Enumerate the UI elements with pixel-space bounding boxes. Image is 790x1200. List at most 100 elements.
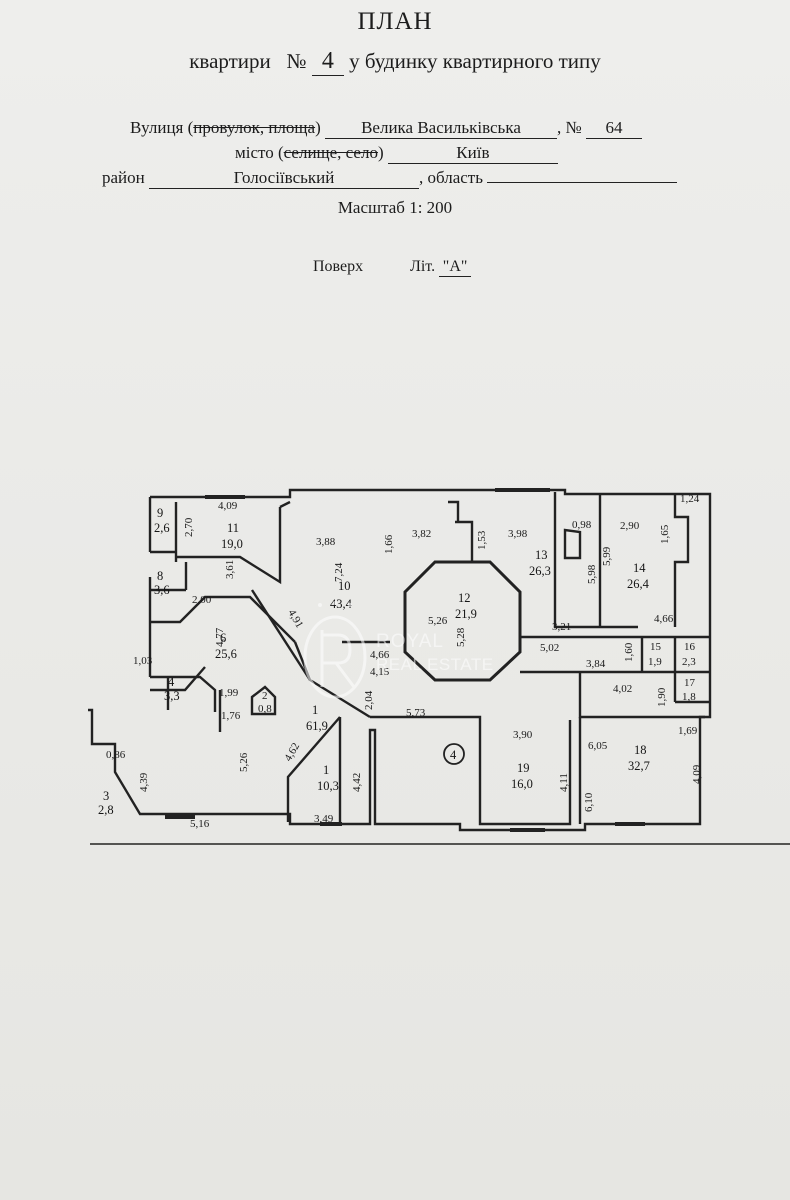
number-sign: № <box>286 49 307 73</box>
street-alt-close: ) <box>315 118 321 137</box>
stair-marker-circle <box>443 743 465 765</box>
dim: 1,03 <box>133 655 153 667</box>
dim: 0,98 <box>572 519 592 531</box>
dim: 2,90 <box>620 520 640 532</box>
dim: 1,65 <box>659 524 671 544</box>
dim: 0,86 <box>106 749 126 761</box>
house-number-value: 64 <box>585 118 642 139</box>
room-17-number: 17 <box>684 677 696 689</box>
dim: 4,62 <box>282 741 302 764</box>
room-1-area: 61,9 <box>306 719 328 733</box>
room-2-area: 0,8 <box>258 703 272 715</box>
room-15-area: 1,9 <box>648 656 662 668</box>
room-8-area: 3,6 <box>154 583 170 597</box>
room-12-area: 21,9 <box>455 607 477 621</box>
room-18-number: 18 <box>634 743 647 757</box>
dim: 4,11 <box>558 773 570 792</box>
room-11-number: 11 <box>227 521 239 535</box>
floor-label: Поверх <box>313 258 364 275</box>
room-14-area: 26,4 <box>627 577 650 591</box>
page-subtitle: квартири № 4 у будинку квартирного типу <box>0 48 790 76</box>
dim: 3,98 <box>508 528 528 540</box>
dim: 3,84 <box>586 658 606 670</box>
room-1b-number: 1 <box>323 763 329 777</box>
room-1b-area: 10,3 <box>317 779 339 793</box>
dim: 4,02 <box>613 683 632 695</box>
region-label: , область <box>419 168 483 187</box>
dim: 4,09 <box>218 500 238 512</box>
room-13-number: 13 <box>535 548 548 562</box>
room-13-area: 26,3 <box>529 564 551 578</box>
dim: 3,82 <box>412 528 431 540</box>
watermark-logo-icon <box>303 601 367 699</box>
dim: 3,61 <box>224 560 236 579</box>
dim: 2,70 <box>183 517 195 537</box>
city-value: Київ <box>387 143 558 164</box>
street-alt-strike: провулок, площа <box>193 118 316 137</box>
dim: 5,98 <box>586 564 598 584</box>
subtitle-prefix: квартири <box>189 49 271 73</box>
room-9-number: 9 <box>157 506 163 520</box>
room-labels: 11 19,0 9 2,6 8 3,6 6 25,6 4 3,3 2 0,8 3… <box>98 506 696 817</box>
stair-marker: 4 <box>450 748 457 762</box>
city-label: місто <box>235 143 274 162</box>
dim: 3,88 <box>316 536 336 548</box>
room-17-area: 1,8 <box>682 691 696 703</box>
room-2-number: 2 <box>262 690 268 702</box>
dim: 3,49 <box>314 813 334 825</box>
district-label: район <box>102 168 145 187</box>
house-number-label: , № <box>556 118 582 137</box>
room-19-number: 19 <box>517 761 530 775</box>
city-line: місто (селище, село) Київ <box>235 143 558 164</box>
city-alt-strike: селище, село <box>283 143 378 162</box>
lit-value: "А" <box>439 258 472 277</box>
dim: 5,16 <box>190 818 210 830</box>
room-6-number: 6 <box>220 631 226 645</box>
watermark-line1: ROYAL <box>376 631 445 652</box>
city-alt-close: ) <box>377 143 384 162</box>
dim: 5,28 <box>455 627 467 647</box>
room-18-area: 32,7 <box>628 759 650 773</box>
dim: 6,05 <box>588 740 608 752</box>
dim: 5,26 <box>238 752 250 772</box>
dim: 4,15 <box>370 666 390 678</box>
dim: 1,60 <box>623 642 635 662</box>
room-19-area: 16,0 <box>511 777 533 791</box>
dim: 4,66 <box>654 613 674 625</box>
street-alt-open: ( <box>187 118 194 137</box>
dimension-labels: 4,09 2,70 3,61 2,00 3,88 1,66 7,24 3,82 … <box>106 493 703 830</box>
street-line: Вулиця (провулок, площа) Велика Василькі… <box>130 118 642 139</box>
dim: 4,09 <box>691 764 703 784</box>
room-8-number: 8 <box>157 569 163 583</box>
dim: 5,73 <box>406 707 426 719</box>
room-16-number: 16 <box>684 641 696 653</box>
floor-plan: 4 11 19,0 9 2,6 8 3,6 6 25,6 4 3,3 2 0,8… <box>80 462 790 862</box>
room-3-area: 2,8 <box>98 803 114 817</box>
dim: 7,24 <box>333 562 345 582</box>
room-16-area: 2,3 <box>682 656 696 668</box>
district-value: Голосіївський <box>149 168 419 189</box>
room-1-number: 1 <box>312 703 318 717</box>
room-12-number: 12 <box>458 591 471 605</box>
dim: 4,42 <box>351 773 363 792</box>
room-10-number: 10 <box>338 579 351 593</box>
room-15-number: 15 <box>650 641 662 653</box>
room-11-area: 19,0 <box>221 537 243 551</box>
room-6-area: 25,6 <box>215 647 237 661</box>
dim: 3,21 <box>552 621 571 633</box>
scale-label: Масштаб 1: 200 <box>337 198 453 217</box>
dim: 1,76 <box>221 710 241 722</box>
dim: 3,90 <box>513 729 533 741</box>
district-line: район Голосіївський, область <box>102 168 678 189</box>
street-value: Велика Васильківська <box>324 118 557 139</box>
room-9-area: 2,6 <box>154 521 170 535</box>
lit-label: Літ. <box>410 258 436 275</box>
room-4-number: 4 <box>168 675 175 689</box>
floor-plan-drawing: 4 11 19,0 9 2,6 8 3,6 6 25,6 4 3,3 2 0,8… <box>88 488 790 845</box>
watermark-line2: REAL ESTATE <box>376 655 494 674</box>
dim: 5,02 <box>540 642 559 654</box>
room-10-area: 43,4 <box>330 597 353 611</box>
apartment-number: 4 <box>311 48 344 76</box>
dim: 5,26 <box>428 615 448 627</box>
